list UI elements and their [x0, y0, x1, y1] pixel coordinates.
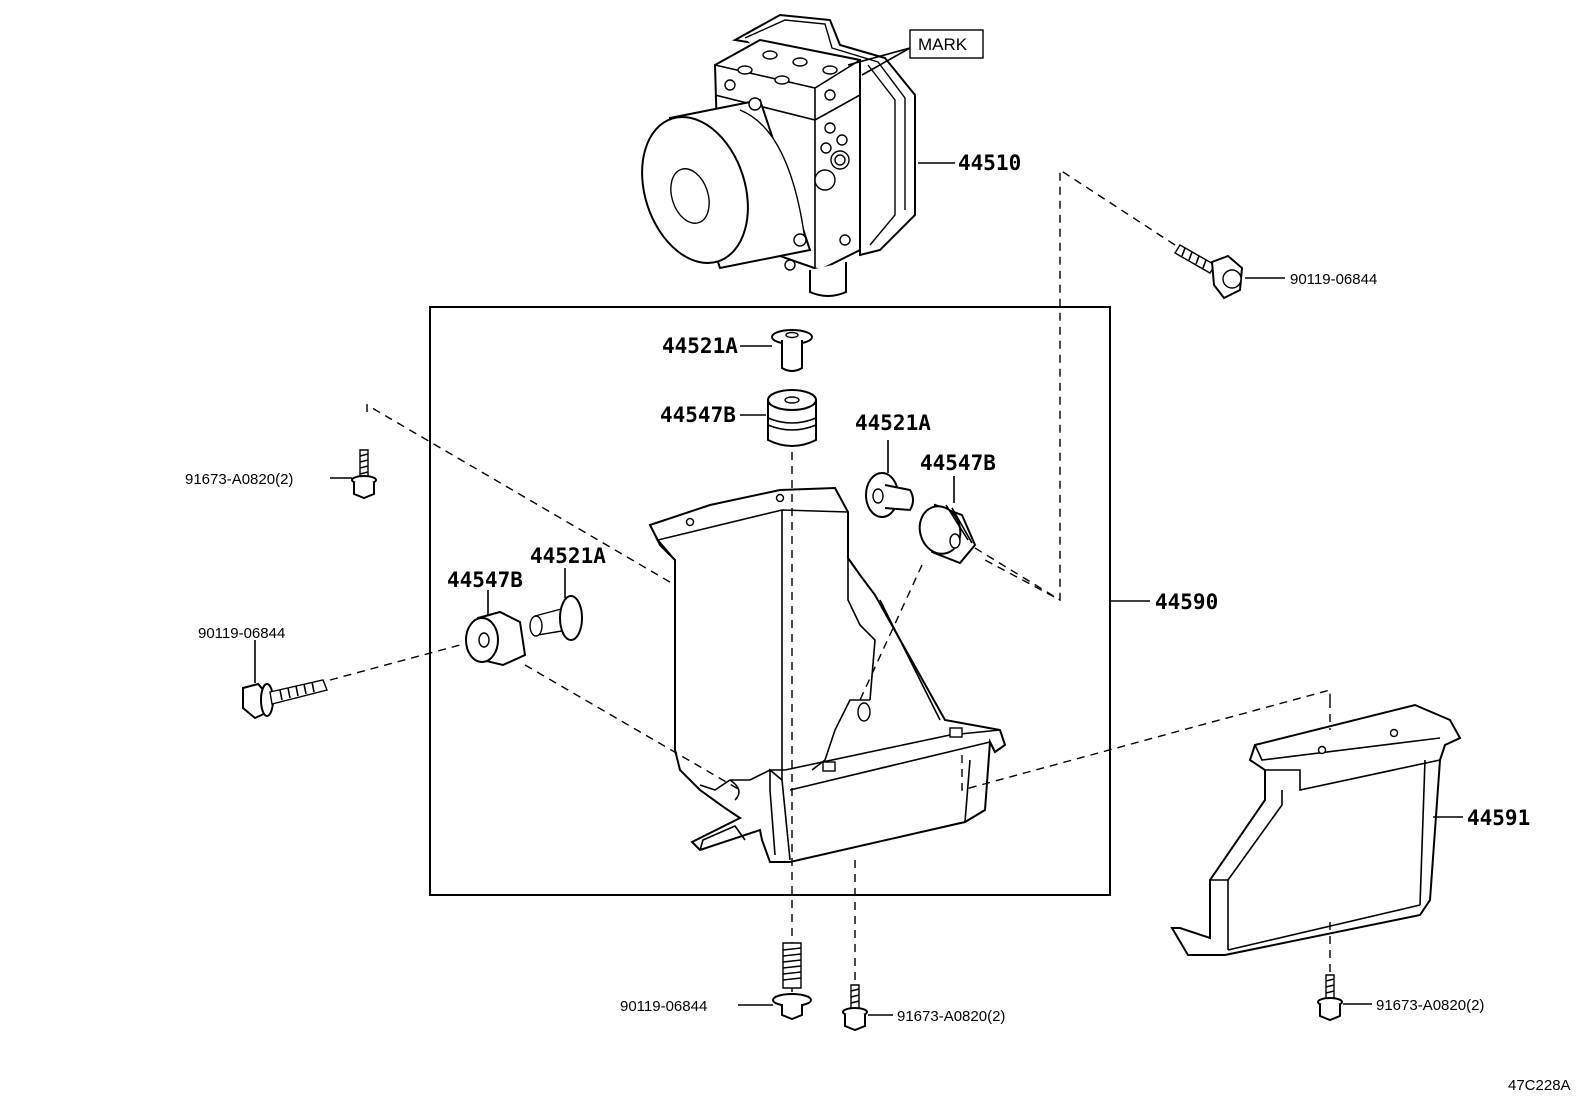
label-nut-bottom: 91673-A0820(2) [897, 1008, 1005, 1025]
label-collar-mid: 44521A [855, 411, 931, 435]
cushion-left[interactable] [465, 610, 527, 667]
label-bolt-left: 90119-06844 [198, 625, 285, 642]
bolt-top-right[interactable] [1174, 244, 1244, 300]
bolt-left[interactable] [242, 679, 328, 720]
collar-mid[interactable] [865, 472, 914, 518]
cushion-mid[interactable] [914, 502, 977, 565]
label-44591: 44591 [1467, 806, 1530, 830]
label-cushion-left: 44547B [447, 568, 523, 592]
label-collar-top: 44521A [662, 334, 738, 358]
mark-callout: MARK [847, 29, 984, 76]
figure-code: 47C228A [1508, 1077, 1571, 1094]
collar-left[interactable] [529, 595, 583, 641]
nut-right[interactable] [1317, 974, 1343, 1022]
cushion-top[interactable] [767, 389, 817, 447]
abs-actuator[interactable] [624, 13, 916, 297]
label-44510: 44510 [958, 151, 1021, 175]
nut-bottom[interactable] [842, 984, 868, 1032]
label-bolt-top-right: 90119-06844 [1290, 271, 1377, 288]
bolt-bottom[interactable] [772, 942, 812, 1021]
label-44590: 44590 [1155, 590, 1218, 614]
bracket-lower[interactable] [1170, 703, 1462, 956]
label-cushion-mid: 44547B [920, 451, 996, 475]
label-nut-left: 91673-A0820(2) [185, 471, 293, 488]
collar-top[interactable] [771, 329, 813, 372]
label-cushion-top: 44547B [660, 403, 736, 427]
label-nut-right: 91673-A0820(2) [1376, 997, 1484, 1014]
mark-label: MARK [918, 35, 968, 54]
bracket-main[interactable] [648, 486, 1007, 863]
nut-left[interactable] [351, 449, 377, 500]
label-bolt-bottom: 90119-06844 [620, 998, 707, 1015]
label-collar-left: 44521A [530, 544, 606, 568]
